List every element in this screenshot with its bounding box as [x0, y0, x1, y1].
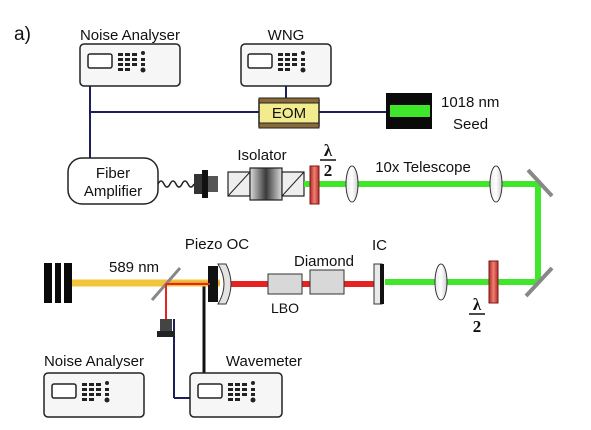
beam-dump: [44, 263, 72, 303]
telescope-lens-1: [345, 165, 359, 203]
wavemeter: [189, 372, 283, 418]
noise-analyser-bottom: [43, 372, 145, 418]
fold-mirror-bottom: [524, 266, 554, 298]
half-wave-label-bottom: λ 2: [469, 295, 485, 336]
lbo-label: LBO: [271, 300, 299, 316]
seed-label-line2: Seed: [453, 116, 488, 133]
noise-analyser-bottom-label: Noise Analyser: [44, 353, 144, 370]
ic-label: IC: [372, 237, 387, 254]
half-wave-plate-bottom: [488, 260, 499, 304]
fiber-amplifier: [67, 157, 159, 205]
noise-analyser-top: [79, 43, 181, 87]
fiber-collimator: [194, 170, 218, 198]
eom-modulator: [258, 97, 320, 129]
photodetector: [157, 319, 175, 337]
svg-text:2: 2: [324, 161, 333, 180]
lbo-crystal: [267, 273, 303, 295]
svg-text:2: 2: [473, 317, 482, 336]
fiber-coil: [157, 180, 195, 188]
seed-laser: [386, 93, 432, 129]
telescope-label: 10x Telescope: [375, 159, 471, 176]
fiber-amplifier-line2: Amplifier: [84, 183, 142, 200]
wavemeter-label: Wavemeter: [226, 353, 302, 370]
svg-text:λ: λ: [324, 141, 333, 160]
panel-label: a): [14, 24, 31, 45]
wng-generator: [240, 43, 332, 87]
red-leak-beam: [165, 283, 210, 319]
input-coupler: [373, 263, 384, 305]
telescope-lens-2: [489, 165, 503, 203]
seed-label-line1: 1018 nm: [441, 94, 499, 111]
eom-label: EOM: [272, 105, 306, 122]
fold-mirror-top: [526, 168, 554, 198]
noise-analyser-top-label: Noise Analyser: [80, 27, 180, 44]
mode-matching-lens: [434, 263, 448, 301]
half-wave-plate-top: [309, 165, 320, 205]
isolator-label: Isolator: [237, 147, 286, 164]
isolator: [227, 167, 305, 201]
svg-text:λ: λ: [473, 295, 482, 314]
fiber-amplifier-line1: Fiber: [96, 165, 130, 182]
diamond-crystal: [309, 269, 345, 295]
half-wave-label-top: λ 2: [320, 141, 336, 180]
wavelength-589-label: 589 nm: [109, 259, 159, 276]
diamond-label: Diamond: [294, 253, 354, 270]
piezo-oc-label: Piezo OC: [185, 236, 249, 253]
piezo-output-coupler: [208, 263, 232, 305]
wng-label: WNG: [268, 27, 305, 44]
